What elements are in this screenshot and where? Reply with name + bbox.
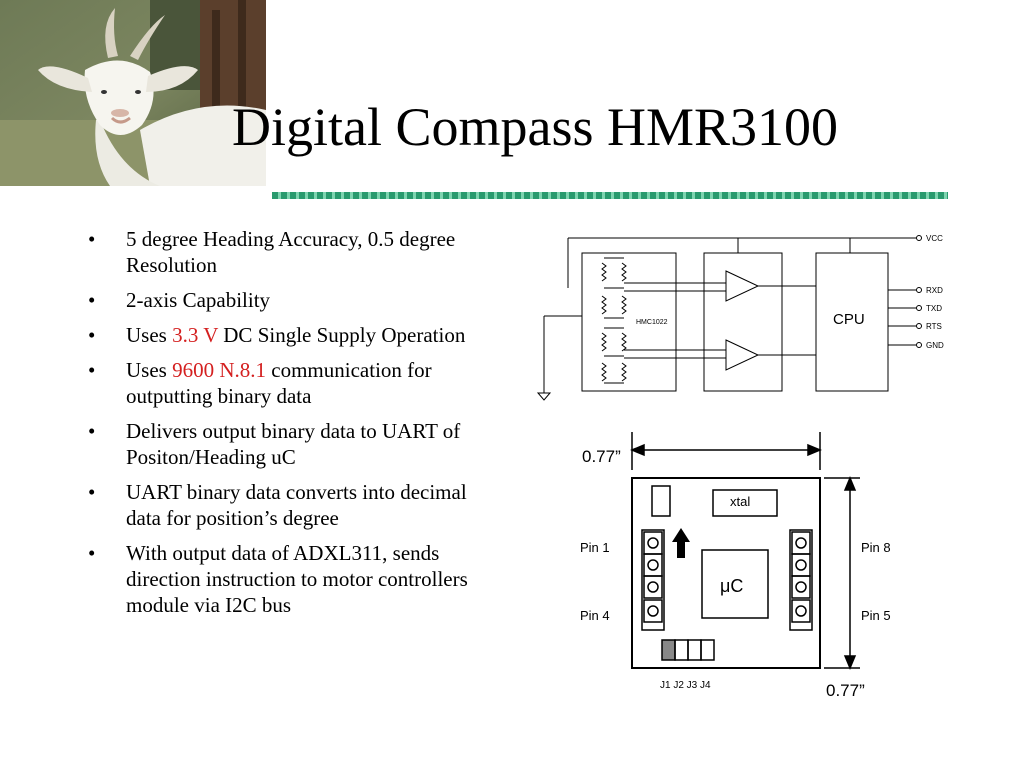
pin-label: RXD: [926, 286, 943, 295]
bullet-item: 2-axis Capability: [86, 287, 506, 313]
width-dimension: 0.77”: [582, 447, 621, 466]
bullet-list: 5 degree Heading Accuracy, 0.5 degree Re…: [86, 226, 506, 627]
sensor-label: HMC1022: [636, 319, 668, 326]
pin4-label: Pin 4: [580, 608, 610, 623]
board-diagram: 0.77” 0.77” xtal μC Pin 1 Pin 4 Pin 8 Pi…: [580, 432, 891, 700]
bullet-item: Delivers output binary data to UART of P…: [86, 418, 506, 470]
cpu-label: CPU: [833, 311, 865, 328]
pin-label: GND: [926, 341, 944, 350]
bullet-item: UART binary data converts into decimal d…: [86, 479, 506, 531]
up-arrow-icon: [672, 528, 690, 558]
slide-title: Digital Compass HMR3100: [232, 97, 839, 157]
pin-label: TXD: [926, 304, 942, 313]
highlight-text: 3.3 V: [172, 323, 219, 347]
uc-label: μC: [720, 576, 743, 596]
jumpers-label: J1 J2 J3 J4: [660, 680, 711, 691]
bullet-item: Uses 9600 N.8.1 communication for output…: [86, 357, 506, 409]
bullet-item: With output data of ADXL311, sends direc…: [86, 540, 506, 618]
block-diagram: VCC RXD TXD RTS GND HMC1022 CPU: [536, 234, 944, 401]
pin5-label: Pin 5: [861, 608, 891, 623]
pin-label: RTS: [926, 322, 942, 331]
bullet-item: 5 degree Heading Accuracy, 0.5 degree Re…: [86, 226, 506, 278]
pin-label: VCC: [926, 234, 943, 243]
bullet-item: Uses 3.3 V DC Single Supply Operation: [86, 322, 506, 348]
highlight-text: 9600 N.8.1: [172, 358, 267, 382]
xtal-label: xtal: [730, 494, 750, 509]
pin1-label: Pin 1: [580, 540, 610, 555]
goat-photo: [0, 0, 266, 186]
height-dimension: 0.77”: [826, 681, 865, 700]
title-divider: [272, 192, 948, 199]
pin8-label: Pin 8: [861, 540, 891, 555]
